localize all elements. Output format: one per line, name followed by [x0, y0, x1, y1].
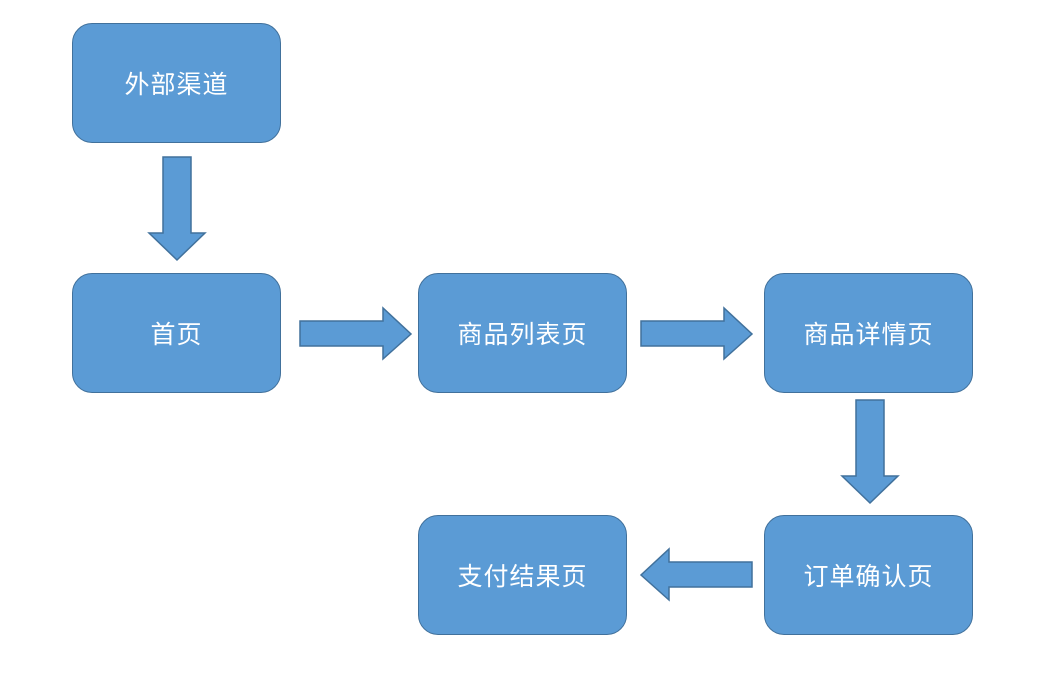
arrow-down-icon [840, 399, 900, 505]
arrow-down-icon [147, 156, 207, 262]
node-label: 首页 [150, 320, 203, 349]
node-home: 首页 [72, 273, 281, 393]
arrow-right-icon [640, 306, 754, 361]
node-label: 支付结果页 [457, 562, 588, 591]
node-label: 商品详情页 [803, 320, 934, 349]
arrow-right-icon [299, 306, 413, 361]
node-label: 外部渠道 [124, 70, 229, 99]
node-product-list: 商品列表页 [418, 273, 627, 393]
node-product-detail: 商品详情页 [764, 273, 973, 393]
node-order-confirm: 订单确认页 [764, 515, 973, 635]
node-label: 订单确认页 [803, 562, 934, 591]
node-label: 商品列表页 [457, 320, 588, 349]
arrow-left-icon [639, 547, 753, 602]
node-payment-result: 支付结果页 [418, 515, 627, 635]
node-outer-channel: 外部渠道 [72, 23, 281, 143]
